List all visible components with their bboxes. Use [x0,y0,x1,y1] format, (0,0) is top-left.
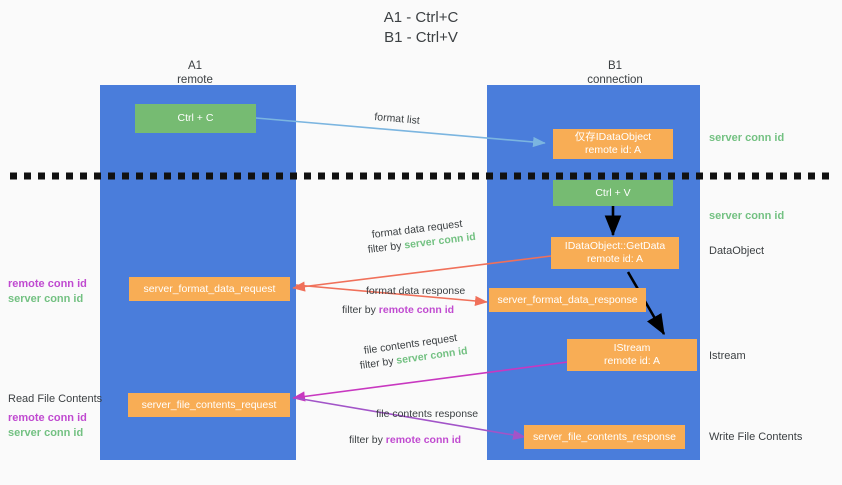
box-ctrl-v[interactable]: Ctrl + V [553,180,673,206]
box-server-file-contents-response-label: server_file_contents_response [532,430,676,443]
box-server-file-contents-response[interactable]: server_file_contents_response [524,425,685,449]
lane-b1-name: B1 [607,60,623,72]
box-ctrl-c[interactable]: Ctrl + C [135,104,256,133]
arrow-format-data-response [295,284,488,307]
box-ctrl-c-label: Ctrl + C [177,112,214,124]
box-getdata-line2: remote id: A [586,253,644,265]
lane-a1-subtitle: remote [177,74,213,86]
label-format-data-request-filter-prefix: filter by [367,239,406,256]
label-format-data-response-filter-value: remote conn id [378,304,455,316]
label-format-data-response: format data response [366,285,466,297]
lane-header-a1: A1 remote [120,59,270,87]
box-server-file-contents-request[interactable]: server_file_contents_request [128,393,290,417]
annotation-server-conn-id-left-top: server conn id [8,293,84,305]
arrow-file-contents-response [295,397,526,441]
annotation-conn-id-stack-bottom: remote conn id server conn id [8,411,87,441]
label-file-contents-response-filter-value: remote conn id [385,434,462,446]
arrow-format-list [255,117,546,148]
box-idataobject-top[interactable]: 仅存IDataObject remote id: A [553,129,673,159]
label-file-contents-response: file contents response [376,408,479,420]
box-idataobject-getdata[interactable]: IDataObject::GetData remote id: A [551,237,679,269]
lane-a1-name: A1 [187,60,203,72]
annotation-remote-conn-id-top: remote conn id [8,278,87,290]
box-istream-line1: IStream [613,342,651,354]
title-line-1: A1 - Ctrl+C [383,9,459,26]
box-server-format-data-response[interactable]: server_format_data_response [489,288,646,312]
box-istream[interactable]: IStream remote id: A [567,339,697,371]
label-format-data-response-filter: filter by remote conn id [342,303,454,318]
lane-b1-subtitle: connection [587,74,643,86]
label-format-data-response-filter-prefix: filter by [342,304,379,316]
arrow-getdata-to-istream [626,271,666,336]
label-file-contents-response-filter: filter by remote conn id [349,433,461,448]
annotation-dataobject: DataObject [709,245,765,257]
title-line-2: B1 - Ctrl+V [384,29,458,46]
box-idataobject-top-line2: remote id: A [584,144,642,156]
diagram-title: A1 - Ctrl+C B1 - Ctrl+V [0,8,842,48]
box-istream-line2: remote id: A [603,355,661,367]
box-getdata-line1: IDataObject::GetData [564,240,666,252]
box-server-format-data-response-label: server_format_data_response [497,293,638,306]
box-idataobject-top-line1: 仅存IDataObject [574,131,652,143]
label-file-contents-response-filter-prefix: filter by [349,434,386,446]
arrow-file-contents-request [292,357,599,402]
annotation-istream: Istream [709,350,746,362]
annotation-write-file-contents: Write File Contents [709,431,803,443]
annotation-read-file-contents: Read File Contents [8,393,103,405]
annotation-remote-conn-id-bottom: remote conn id [8,412,87,424]
annotation-server-conn-id-top: server conn id [709,132,785,144]
arrow-format-data-request [292,255,552,292]
label-file-contents-request-filter-prefix: filter by [359,354,398,372]
annotation-server-conn-id-second: server conn id [709,210,785,222]
box-server-file-contents-request-label: server_file_contents_request [141,398,277,411]
lane-header-b1: B1 connection [540,59,690,87]
annotation-conn-id-stack-top: remote conn id server conn id [8,277,87,307]
box-server-format-data-request-label: server_format_data_request [143,282,276,295]
box-ctrl-v-label: Ctrl + V [595,186,631,199]
box-server-format-data-request[interactable]: server_format_data_request [129,277,290,301]
annotation-server-conn-id-left-bottom: server conn id [8,427,84,439]
